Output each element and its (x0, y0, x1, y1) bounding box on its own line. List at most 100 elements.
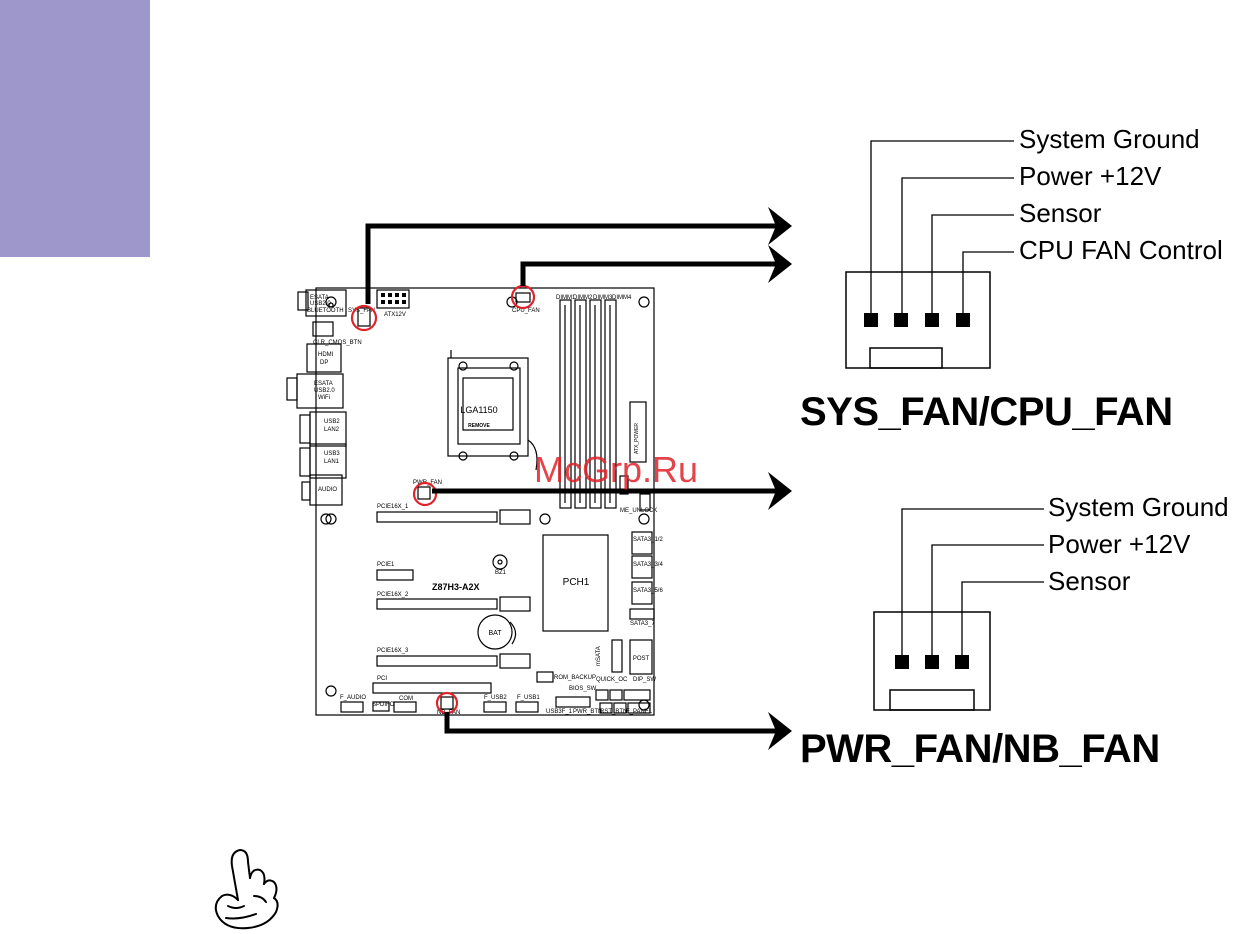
pin-2 (894, 313, 908, 327)
pin3-label-ground: System Ground (1048, 492, 1229, 522)
label-model: Z87H3-A2X (432, 582, 480, 592)
label-f-audio: F_AUDIO (340, 695, 366, 701)
lead-4pin-power (901, 177, 1014, 313)
pin-label-power: Power +12V (1019, 161, 1162, 191)
pin3-label-sensor: Sensor (1048, 566, 1131, 596)
highlight-pwr-fan (412, 481, 438, 507)
watermark: McGrp.Ru (534, 449, 699, 490)
lead-3pin-sensor (961, 581, 1044, 655)
arrowhead-4 (768, 712, 792, 750)
label-hdmi: HDMI (318, 352, 334, 358)
connector-4pin-key (869, 347, 943, 369)
label-io-usb2: USB2.0 (310, 301, 331, 307)
arrowhead-1 (768, 207, 792, 245)
label-cpu-fan: CPU_FAN (512, 308, 540, 314)
label-wifi: WiFi (318, 395, 330, 401)
label-pcie16x-1: PCIE16X_1 (377, 504, 409, 510)
label-post: POST (633, 656, 650, 662)
motherboard (286, 287, 655, 716)
label-quick-oc: QUICK_OC (596, 677, 628, 683)
label-sata-1: SATA3_1/2 (633, 537, 663, 543)
lead-4pin-control (962, 251, 1014, 313)
highlight-cpu-fan (510, 284, 536, 310)
label-pch: PCH1 (563, 577, 590, 588)
arrows (365, 223, 780, 734)
label-usb3f-1: USB3F_1 (546, 709, 573, 715)
lead-4pin-ground (870, 140, 1014, 313)
label-bat: BAT (488, 630, 502, 637)
pin-label-cpu-fan-control: CPU FAN Control (1019, 235, 1223, 265)
arrowheads (768, 207, 792, 750)
label-bz1: BZ1 (495, 570, 507, 576)
board-outline (315, 287, 655, 716)
label-spdifo: SPDIFO (372, 702, 395, 708)
label-dip-sw: DIP_SW (633, 677, 656, 683)
highlight-sys-fan (350, 304, 378, 332)
label-sata-2: SATA3_3/4 (633, 562, 663, 568)
label-dimm1: DIMM1 (556, 295, 576, 301)
pointing-hand-icon (214, 849, 279, 930)
pin-3 (925, 313, 939, 327)
connector-3pin-title: PWR_FAN/NB_FAN (800, 727, 1160, 771)
label-pcie16x-3: PCIE16X_3 (377, 648, 409, 654)
label-dimm4: DIMM4 (612, 295, 632, 301)
connector-4pin-title: SYS_FAN/CPU_FAN (800, 390, 1173, 434)
label-atx-power: ATX_POWER (634, 423, 640, 454)
label-pcie16x-2: PCIE16X_2 (377, 592, 409, 598)
pin-label-ground: System Ground (1019, 124, 1200, 154)
pin-4 (956, 313, 970, 327)
label-msata: mSATA (596, 646, 602, 666)
arrowhead-3 (768, 472, 792, 510)
label-io-esata: ESATA (310, 295, 329, 301)
arrow-sys-fan (365, 223, 780, 304)
label-bios-sw: BIOS_SW (569, 686, 597, 692)
pin-3p-3 (955, 655, 969, 669)
label-usb2-2: USB2.0 (314, 388, 335, 394)
arrow-cpu-fan (520, 261, 780, 286)
board-main-labels: LGA1150 REMOVE PCH1 BAT POST Z87H3-A2X A… (432, 405, 649, 662)
label-clr-cmos: CLR_CMOS_BTN (313, 340, 362, 346)
pin-label-sensor: Sensor (1019, 198, 1102, 228)
label-f-usb2: F_USB2 (484, 695, 507, 701)
connector-4pin (845, 140, 1014, 369)
pin3-label-power: Power +12V (1048, 529, 1191, 559)
label-esata-2: ESATA (314, 381, 333, 387)
label-f-panel: F_PANEL (626, 709, 653, 715)
label-atx12v: ATX12V (384, 312, 406, 318)
pin-1 (864, 313, 878, 327)
label-socket: LGA1150 (460, 405, 497, 415)
lead-4pin-sensor (931, 214, 1014, 313)
label-pcie1: PCIE1 (377, 562, 395, 568)
label-sys-fan: SYS_FAN (348, 308, 375, 314)
lead-3pin-power (931, 544, 1044, 655)
label-pci: PCI (377, 676, 387, 682)
label-socket-remove: REMOVE (468, 423, 490, 429)
label-sata-4: SATA3_7 (630, 621, 655, 627)
label-rom-backup: ROM_BACKUP (554, 675, 596, 681)
label-pwr-btn: PWR_BTN (573, 709, 602, 715)
label-io-bluetooth: BLUETOOTH (307, 308, 344, 314)
connector-3pin (873, 508, 1044, 711)
label-dimm2: DIMM2 (573, 295, 593, 301)
label-dp: DP (320, 360, 328, 366)
pin-3p-1 (895, 655, 909, 669)
label-f-usb1: F_USB1 (517, 695, 540, 701)
section-tab (0, 0, 150, 257)
label-sata-3: SATA3_5/6 (633, 588, 663, 594)
label-rst-btn: RST_BTN (600, 709, 627, 715)
pin-3p-2 (925, 655, 939, 669)
label-com: COM (399, 696, 413, 702)
arrow-nb-fan (444, 712, 780, 734)
fan-highlights (350, 284, 536, 715)
label-usb2-lan2: USB2 (324, 419, 340, 425)
label-audio: AUDIO (318, 487, 337, 493)
arrowhead-2 (768, 245, 792, 283)
lead-3pin-ground (901, 508, 1044, 655)
label-lan1: LAN1 (324, 459, 340, 465)
connector-3pin-key (889, 689, 975, 711)
label-lan2: LAN2 (324, 427, 340, 433)
label-dimm3: DIMM3 (593, 295, 613, 301)
label-usb3: USB3 (324, 451, 340, 457)
label-me-unlock: ME_UNLOCK (620, 508, 657, 514)
